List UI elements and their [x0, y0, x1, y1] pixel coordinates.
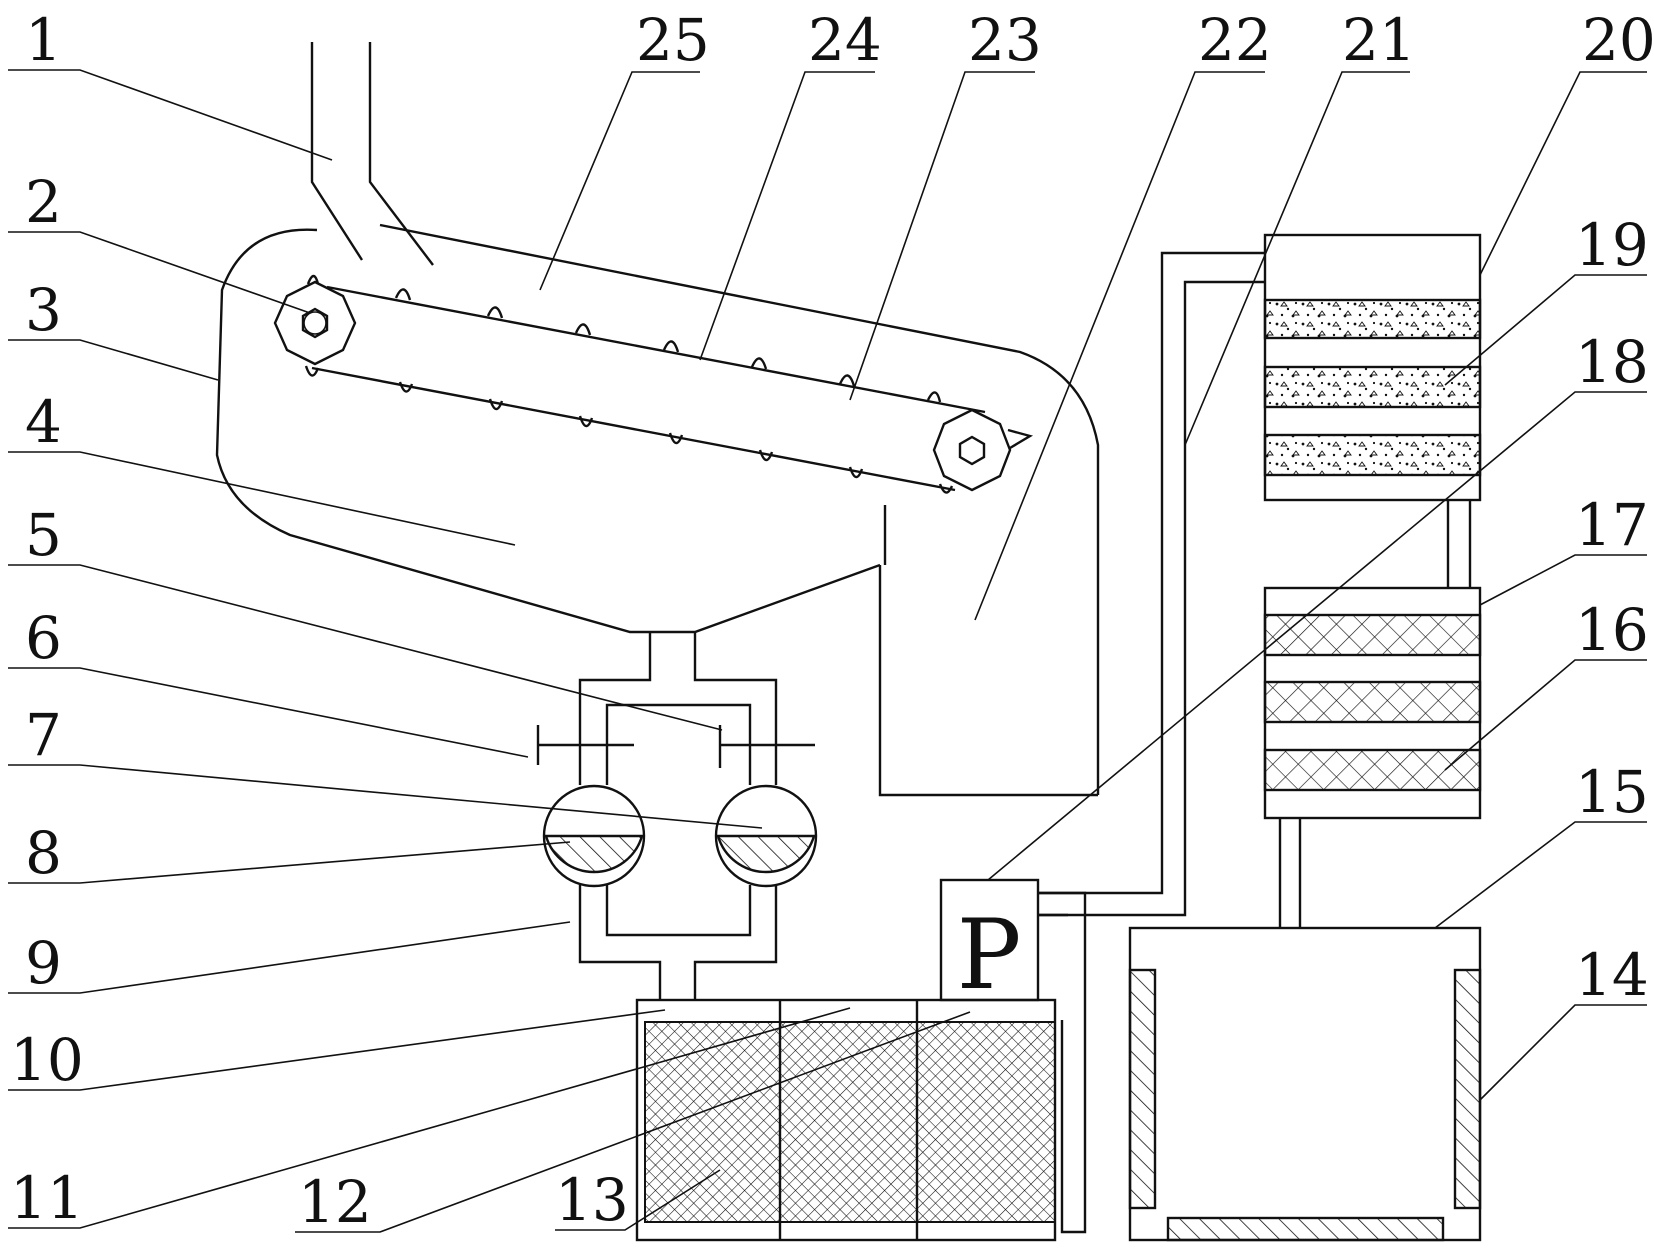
connector-20-17: [1446, 500, 1472, 588]
lower-filter-tower: [1263, 586, 1482, 820]
label-9: 9: [25, 929, 62, 997]
label-24: 24: [808, 6, 882, 74]
conveyor-belt: [311, 285, 986, 492]
water-tank: [1128, 926, 1482, 1242]
right-ball-valve: [714, 784, 818, 888]
callout-labels: 1 2 3 4 5 6 7 8 9 10 11 12 13 14 15 16 1…: [10, 6, 1654, 1236]
label-14: 14: [1575, 941, 1649, 1009]
left-ball-valve: [542, 784, 646, 888]
crusher-housing: [215, 223, 1100, 797]
label-1: 1: [25, 6, 62, 74]
label-19: 19: [1575, 211, 1649, 279]
label-16: 16: [1575, 596, 1649, 664]
label-2: 2: [25, 168, 62, 236]
label-18: 18: [1575, 328, 1649, 396]
label-4: 4: [25, 388, 62, 456]
label-13: 13: [555, 1166, 629, 1234]
driven-roller: [932, 408, 1034, 492]
pump-symbol: P: [957, 899, 1022, 1011]
label-6: 6: [25, 604, 62, 672]
label-5: 5: [25, 501, 62, 569]
feed-chute: [310, 42, 434, 266]
leader-lines: [8, 69, 1647, 1233]
connector-17-15: [1278, 818, 1302, 928]
label-20: 20: [1582, 6, 1654, 74]
drive-roller: [273, 280, 357, 366]
manifold-pipe: [578, 632, 778, 1000]
label-25: 25: [636, 6, 710, 74]
label-15: 15: [1575, 758, 1649, 826]
belt-blades: [304, 274, 954, 494]
label-21: 21: [1342, 6, 1416, 74]
gas-pipe: [1038, 251, 1265, 917]
label-17: 17: [1575, 491, 1649, 559]
valve-rods: [536, 725, 815, 768]
label-11: 11: [10, 1164, 84, 1232]
label-8: 8: [25, 819, 62, 887]
upper-filter-tower: [1263, 233, 1482, 502]
label-12: 12: [298, 1168, 372, 1236]
label-3: 3: [25, 276, 62, 344]
label-23: 23: [968, 6, 1042, 74]
label-7: 7: [25, 701, 62, 769]
label-22: 22: [1198, 6, 1272, 74]
label-10: 10: [10, 1026, 84, 1094]
collection-tank: [635, 998, 1057, 1242]
